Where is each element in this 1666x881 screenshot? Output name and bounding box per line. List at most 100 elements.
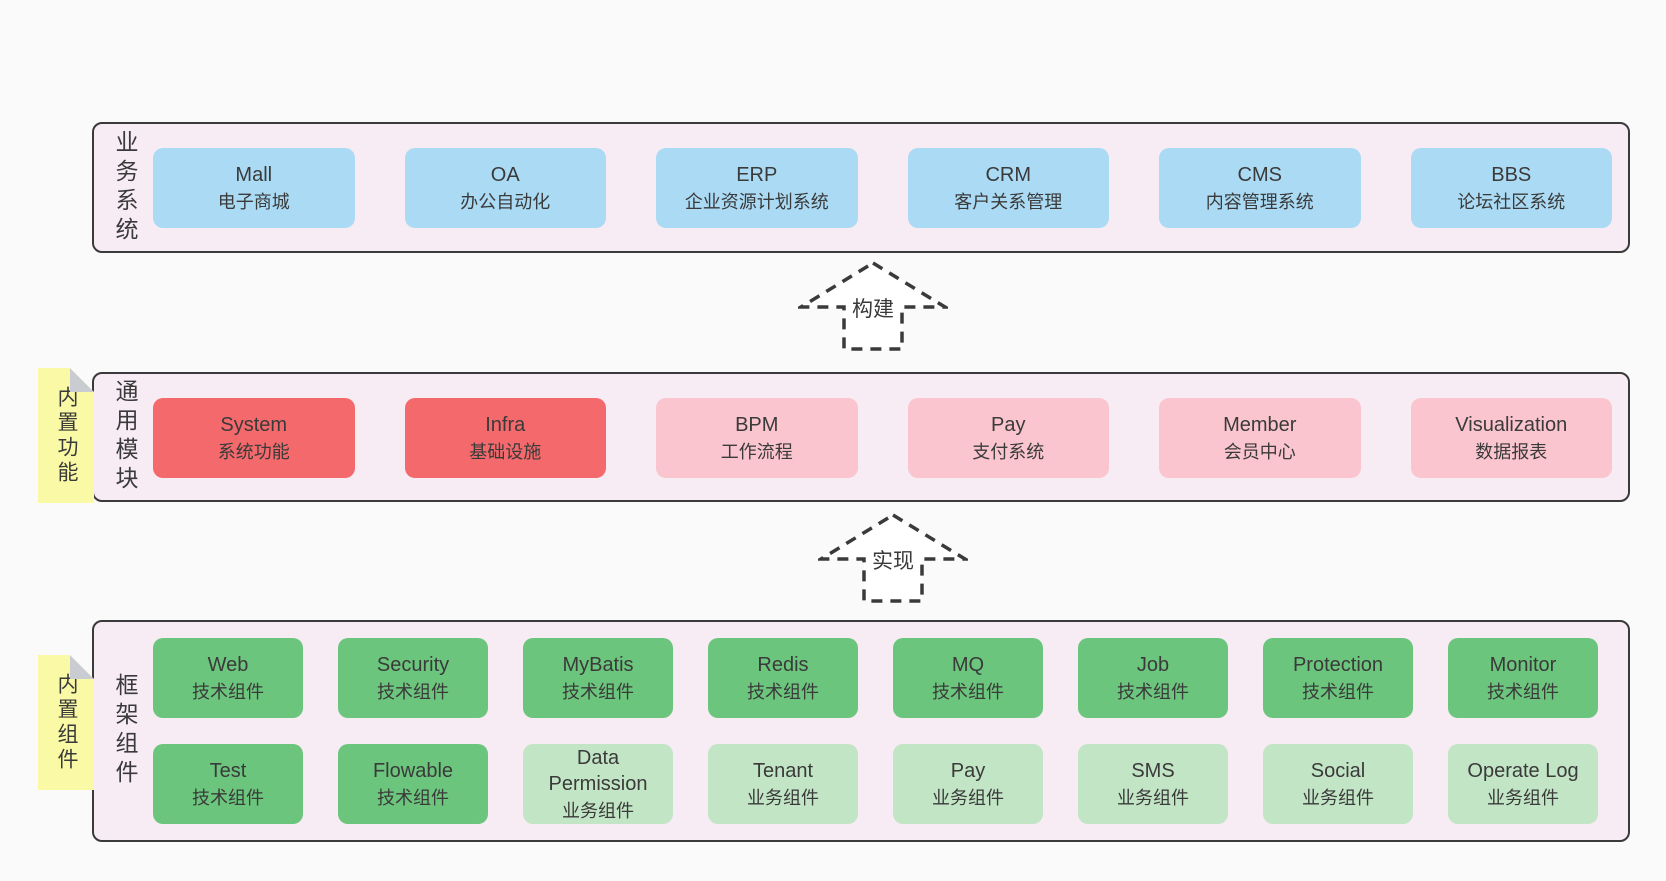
box-title: Redis — [757, 653, 809, 676]
box-title: Flowable — [372, 759, 454, 782]
box-subtitle: 业务组件 — [1302, 787, 1374, 808]
component-box-sms: SMS 业务组件 — [1078, 744, 1228, 824]
box-subtitle: 业务组件 — [747, 787, 819, 808]
box-title: ERP — [736, 163, 778, 186]
box-subtitle: 办公自动化 — [460, 191, 551, 212]
component-box-monitor: Monitor 技术组件 — [1448, 638, 1598, 718]
component-box-web: Web 技术组件 — [153, 638, 303, 718]
box-subtitle: 基础设施 — [469, 441, 542, 462]
box-subtitle: 技术组件 — [747, 681, 819, 702]
box-title: Monitor — [1489, 653, 1557, 676]
implement-arrow: 实现 — [818, 512, 968, 604]
module-box-infra: Infra 基础设施 — [404, 398, 606, 478]
box-subtitle: 技术组件 — [932, 681, 1004, 702]
component-box-operate-log: Operate Log 业务组件 — [1448, 744, 1598, 824]
box-title: BPM — [735, 413, 779, 436]
framework-components-panel: 框架组件 Web 技术组件 Security 技术组件 MyBatis 技术组件… — [92, 620, 1630, 842]
box-title: Pay — [950, 759, 986, 782]
box-title: CRM — [985, 163, 1032, 186]
system-box-bbs: BBS 论坛社区系统 — [1410, 148, 1612, 228]
box-subtitle: 技术组件 — [1117, 681, 1189, 702]
component-box-mq: MQ 技术组件 — [893, 638, 1043, 718]
build-arrow-label: 构建 — [849, 292, 897, 324]
business-systems-panel-label: 业务系统 — [112, 129, 138, 246]
built-in-components-note: 内置组件 — [38, 655, 94, 790]
system-box-mall: Mall 电子商城 — [153, 148, 355, 228]
box-title: Test — [209, 759, 247, 782]
box-title: Infra — [485, 413, 526, 436]
box-subtitle: 业务组件 — [1117, 787, 1189, 808]
component-box-mybatis: MyBatis 技术组件 — [523, 638, 673, 718]
box-subtitle: 工作流程 — [720, 441, 793, 462]
component-box-job: Job 技术组件 — [1078, 638, 1228, 718]
component-box-test: Test 技术组件 — [153, 744, 303, 824]
box-subtitle: 技术组件 — [192, 681, 264, 702]
built-in-components-note-label: 内置组件 — [55, 672, 78, 773]
box-title: Member — [1223, 413, 1297, 436]
module-box-pay: Pay 支付系统 — [907, 398, 1109, 478]
framework-components-box-grid: Web 技术组件 Security 技术组件 MyBatis 技术组件 Redi… — [153, 638, 1598, 824]
box-title: CMS — [1237, 163, 1282, 186]
box-title: Tenant — [752, 759, 814, 782]
box-subtitle: 业务组件 — [562, 800, 634, 821]
module-box-system: System 系统功能 — [153, 398, 355, 478]
box-title: Social — [1310, 759, 1366, 782]
box-title: SMS — [1131, 759, 1175, 782]
box-subtitle: 业务组件 — [932, 787, 1004, 808]
built-in-functions-note: 内置功能 — [38, 368, 94, 503]
box-subtitle: 电子商城 — [217, 191, 290, 212]
box-subtitle: 技术组件 — [377, 787, 449, 808]
box-title: Protection — [1292, 653, 1384, 676]
box-title: BBS — [1491, 163, 1532, 186]
box-title: Visualization — [1455, 413, 1568, 436]
module-box-visualization: Visualization 数据报表 — [1410, 398, 1612, 478]
common-modules-panel-label: 通用模块 — [112, 379, 138, 495]
component-box-pay: Pay 业务组件 — [893, 744, 1043, 824]
box-title: Data Permission — [548, 746, 648, 795]
box-subtitle: 论坛社区系统 — [1457, 191, 1566, 212]
box-subtitle: 企业资源计划系统 — [684, 191, 829, 212]
box-subtitle: 客户关系管理 — [954, 191, 1063, 212]
system-box-erp: ERP 企业资源计划系统 — [656, 148, 858, 228]
box-subtitle: 系统功能 — [217, 441, 290, 462]
box-title: MyBatis — [562, 653, 634, 676]
system-box-oa: OA 办公自动化 — [404, 148, 606, 228]
box-subtitle: 支付系统 — [972, 441, 1045, 462]
module-box-bpm: BPM 工作流程 — [656, 398, 858, 478]
business-systems-box-grid: Mall 电子商城 OA 办公自动化 ERP 企业资源计划系统 CRM 客户关系… — [153, 148, 1612, 228]
built-in-functions-note-label: 内置功能 — [55, 385, 78, 486]
box-subtitle: 会员中心 — [1223, 441, 1296, 462]
box-title: Operate Log — [1467, 759, 1579, 782]
box-title: Pay — [991, 413, 1026, 436]
implement-arrow-label: 实现 — [869, 544, 917, 576]
note-fold-corner-icon — [70, 655, 94, 679]
box-subtitle: 技术组件 — [1487, 681, 1559, 702]
box-title: MQ — [951, 653, 985, 676]
box-subtitle: 技术组件 — [562, 681, 634, 702]
box-subtitle: 内容管理系统 — [1205, 191, 1314, 212]
component-box-data-permission: Data Permission 业务组件 — [523, 744, 673, 824]
box-title: System — [220, 413, 288, 436]
box-title: Job — [1136, 653, 1170, 676]
framework-components-panel-label: 框架组件 — [112, 673, 138, 789]
component-box-social: Social 业务组件 — [1263, 744, 1413, 824]
component-box-redis: Redis 技术组件 — [708, 638, 858, 718]
box-subtitle: 技术组件 — [192, 787, 264, 808]
business-systems-panel: 业务系统 Mall 电子商城 OA 办公自动化 ERP 企业资源计划系统 CRM… — [92, 122, 1630, 253]
common-modules-panel: 通用模块 System 系统功能 Infra 基础设施 BPM 工作流程 Pay… — [92, 372, 1630, 502]
box-subtitle: 技术组件 — [1302, 681, 1374, 702]
system-box-cms: CMS 内容管理系统 — [1159, 148, 1361, 228]
box-subtitle: 数据报表 — [1475, 441, 1548, 462]
box-title: Security — [376, 653, 450, 676]
box-title: OA — [490, 163, 520, 186]
box-title: Web — [207, 653, 249, 676]
box-title: Mall — [235, 163, 273, 186]
component-box-protection: Protection 技术组件 — [1263, 638, 1413, 718]
build-arrow: 构建 — [798, 260, 948, 352]
box-subtitle: 业务组件 — [1487, 787, 1559, 808]
system-box-crm: CRM 客户关系管理 — [907, 148, 1109, 228]
module-box-member: Member 会员中心 — [1159, 398, 1361, 478]
component-box-flowable: Flowable 技术组件 — [338, 744, 488, 824]
common-modules-box-grid: System 系统功能 Infra 基础设施 BPM 工作流程 Pay 支付系统… — [153, 398, 1612, 478]
box-subtitle: 技术组件 — [377, 681, 449, 702]
